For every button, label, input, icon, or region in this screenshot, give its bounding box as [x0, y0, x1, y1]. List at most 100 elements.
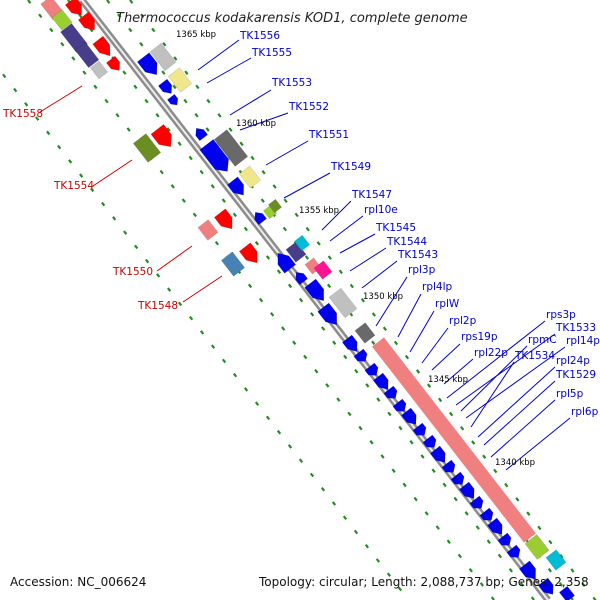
gene-arrow	[157, 78, 173, 94]
gene-label: TK1552	[288, 101, 329, 113]
gene-label: TK1548	[137, 300, 178, 312]
gene-label: rpl6p	[571, 406, 599, 418]
gene-arrow	[238, 165, 262, 189]
leader-line	[483, 380, 556, 446]
kbp-mark: 1350 kbp	[363, 292, 403, 302]
gene-arrow	[51, 9, 73, 31]
gene-arrow	[400, 407, 417, 425]
gene-arrow	[486, 517, 503, 535]
leader-line	[470, 361, 515, 428]
gene-arrow	[295, 271, 309, 286]
leader-line	[197, 39, 240, 71]
gene-arrow	[238, 242, 258, 264]
gene-label: rpl14p	[566, 335, 600, 347]
gene-label: rpl4lp	[422, 281, 452, 293]
gene-labels-right: TK1556 TK1555 TK1553 TK1552 TK1551 TK154…	[239, 30, 600, 418]
gene-arrow	[458, 481, 475, 499]
gene-label: rps19p	[461, 331, 498, 343]
gene-arrow	[105, 55, 121, 71]
gene-arrow	[293, 234, 311, 252]
gene-label: TK1534	[514, 350, 555, 362]
kbp-mark: 1355 kbp	[299, 206, 339, 216]
leader-line	[431, 343, 461, 371]
kbp-mark: 1340 kbp	[495, 458, 535, 468]
leader-line	[182, 275, 223, 303]
gene-arrow	[364, 362, 379, 376]
leader-line	[39, 85, 83, 113]
gene-band	[372, 337, 536, 543]
gene-arrow	[167, 67, 193, 93]
map-title: Thermococcus kodakarensis KOD1, complete…	[116, 11, 468, 26]
gene-arrow	[226, 176, 244, 196]
gene-label: rpmC	[528, 334, 557, 346]
gene-arrow	[277, 252, 297, 274]
gene-arrow	[545, 549, 567, 571]
leader-line	[455, 333, 556, 406]
gene-arrow	[92, 35, 111, 57]
label-leader-lines	[39, 39, 571, 471]
leader-line	[477, 366, 556, 438]
gene-arrow	[77, 11, 95, 31]
gene-arrow	[89, 60, 109, 80]
gene-arrow	[64, 0, 82, 16]
gene-arrow	[313, 260, 333, 280]
leader-line	[283, 172, 331, 199]
gene-arrow	[537, 577, 554, 595]
gene-features	[40, 0, 576, 600]
leader-line	[92, 159, 133, 187]
kbp-marks: 1365 kbp 1360 kbp 1355 kbp 1350 kbp 1345…	[176, 30, 535, 468]
leader-line	[321, 200, 352, 231]
gene-arrow	[136, 52, 158, 76]
gene-label: TK1529	[555, 369, 596, 381]
gene-arrow	[220, 251, 246, 277]
gene-arrow	[558, 585, 576, 600]
gene-label: rpl24p	[556, 355, 590, 367]
gc-dash-track	[129, 0, 597, 600]
leader-line	[265, 140, 309, 166]
gc-dash-track	[67, 0, 535, 600]
gene-arrow	[506, 544, 521, 558]
gene-arrow	[149, 42, 177, 72]
gene-arrow	[392, 398, 407, 412]
leader-line	[505, 417, 571, 471]
gene-labels-left: TK1558 TK1554 TK1550 TK1548	[2, 108, 178, 312]
leader-line	[446, 320, 546, 399]
leader-line	[460, 345, 528, 412]
gene-arrow	[74, 41, 100, 69]
leader-line	[397, 293, 422, 338]
gene-label: rpl5p	[556, 388, 584, 400]
gene-label: TK1550	[112, 266, 153, 278]
gene-arrow	[285, 241, 307, 263]
kbp-mark: 1345 kbp	[428, 375, 468, 385]
gene-label: TK1558	[2, 108, 43, 120]
gene-label: TK1554	[53, 180, 94, 192]
gene-arrow	[518, 560, 536, 580]
leader-line	[229, 89, 272, 116]
gene-label: rplW	[435, 298, 460, 310]
gene-arrow	[497, 532, 512, 546]
gene-arrow	[213, 129, 249, 167]
leader-line	[206, 57, 252, 84]
leader-line	[156, 245, 193, 272]
gene-arrow	[150, 123, 172, 148]
gene-arrow	[429, 445, 446, 463]
gene-label: TK1547	[351, 189, 392, 201]
gene-arrow	[341, 334, 358, 352]
gene-arrow	[267, 198, 283, 214]
leader-line	[409, 310, 435, 353]
gene-arrow	[383, 385, 398, 399]
gene-label: TK1551	[308, 129, 349, 141]
leader-line	[490, 399, 556, 458]
gene-arrow	[479, 507, 494, 521]
gene-label: rpl2p	[449, 315, 477, 327]
accession-text: Accession: NC_006624	[10, 575, 146, 589]
leader-line	[465, 346, 566, 419]
leader-line	[375, 276, 408, 327]
gene-arrow	[166, 93, 179, 106]
gene-arrow	[132, 133, 162, 163]
leader-line	[349, 247, 387, 272]
gene-label: rps3p	[546, 309, 576, 321]
gene-arrow	[469, 495, 484, 509]
gene-label: TK1545	[375, 222, 416, 234]
